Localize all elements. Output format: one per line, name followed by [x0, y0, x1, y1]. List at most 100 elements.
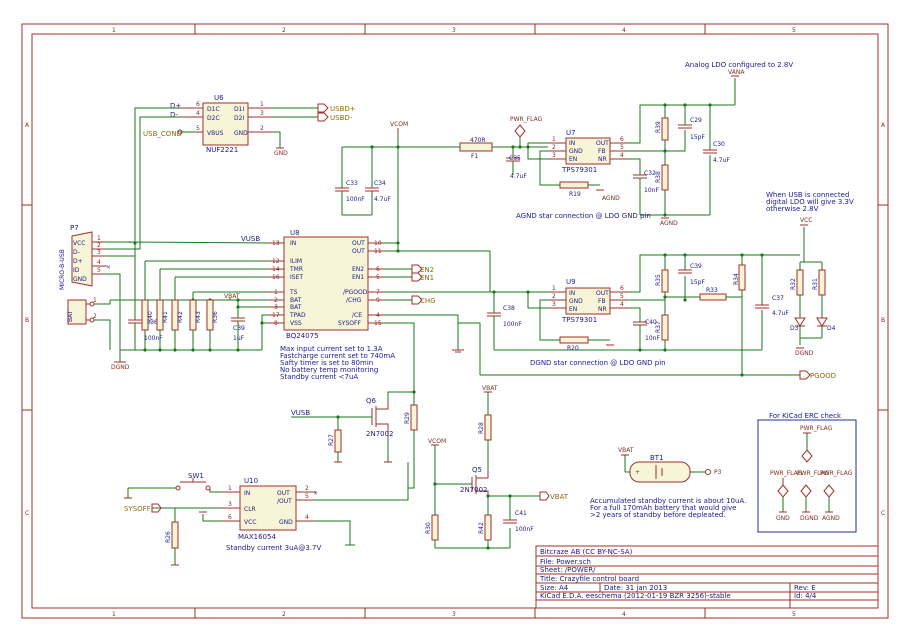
r41-resistor: R41: [156, 299, 169, 331]
svg-text:PWR_FLAG: PWR_FLAG: [770, 470, 803, 477]
c34-capacitor: C34 4.7uF: [365, 180, 391, 203]
u7-value: TPS79301: [561, 166, 597, 174]
r27-resistor: R27: [328, 429, 342, 453]
svg-text:BAT: BAT: [290, 297, 302, 304]
svg-text:2N7002: 2N7002: [366, 430, 394, 438]
svg-text:EN2: EN2: [352, 266, 364, 273]
svg-text:BAT: BAT: [290, 304, 302, 311]
p6-battery-connector: BAT 1 2: [67, 297, 97, 325]
fb-ferrite: 470R F1: [459, 137, 493, 160]
svg-text:15pF: 15pF: [690, 279, 705, 286]
r34-resistor: R34: [733, 264, 746, 291]
row-left-c: C: [25, 510, 29, 517]
svg-text:6: 6: [228, 514, 232, 521]
sw1-switch: SW1: [128, 472, 211, 491]
bt1-battery: BT1 + P3 VBAT: [618, 447, 722, 483]
title-id: Id: 4/4: [794, 592, 817, 600]
u6-ref: U6: [214, 94, 224, 102]
svg-text:4.7uF: 4.7uF: [772, 310, 789, 317]
svg-text:3: 3: [97, 249, 101, 256]
label-dminus: D-: [170, 111, 178, 119]
svg-text:10nF: 10nF: [645, 335, 660, 342]
u10-value: MAX16054: [238, 533, 276, 541]
erc-check-box: For KiCad ERC check PWR_FLAG PWR_FLAG GN…: [757, 412, 857, 533]
svg-text:100nF: 100nF: [346, 196, 365, 203]
r19-resistor: R19: [559, 181, 589, 198]
title-date: Date: 31 jan 2013: [604, 584, 667, 592]
svg-text:VCOM: VCOM: [428, 438, 446, 445]
col-bottom-2: 2: [282, 611, 286, 618]
svg-text:SYSOFF: SYSOFF: [124, 505, 151, 513]
svg-text:EN: EN: [569, 306, 577, 313]
svg-text:Q5: Q5: [472, 466, 482, 474]
svg-text:R29: R29: [404, 412, 411, 424]
title-rev: Rev: E: [794, 584, 816, 592]
svg-text:EN2: EN2: [420, 266, 434, 274]
svg-text:R33: R33: [706, 287, 718, 294]
svg-text:R19: R19: [569, 191, 581, 198]
row-right-c: C: [881, 510, 885, 517]
frame-coords: 1 2 3 4 5 1 2 3 4 5 A B C A B C: [25, 27, 886, 618]
svg-text:R20: R20: [567, 345, 579, 352]
svg-text:×: ×: [106, 264, 111, 271]
svg-text:EN: EN: [569, 156, 577, 163]
svg-text:VBAT: VBAT: [618, 447, 634, 454]
svg-text:D1C: D1C: [207, 106, 220, 113]
svg-text:Max input current set to 1.3A: Max input current set to 1.3A: [280, 345, 383, 353]
col-top-1: 1: [112, 27, 116, 34]
svg-text:P3: P3: [714, 469, 722, 476]
svg-text:TPAD: TPAD: [289, 312, 306, 319]
u8-ref: U8: [290, 229, 300, 237]
dgnd-u9: [588, 339, 614, 346]
r30-resistor: R30: [425, 514, 439, 541]
p7-ref: P7: [70, 224, 79, 232]
svg-text:/PGOOD: /PGOOD: [343, 289, 368, 296]
c32-capacitor: C32 10nF: [633, 170, 659, 194]
r43b-resistor: R42: [478, 514, 492, 541]
svg-text:3: 3: [552, 152, 556, 159]
svg-text:4: 4: [620, 301, 624, 308]
row-right-b: B: [881, 317, 885, 324]
svg-text:4: 4: [97, 259, 101, 266]
svg-text:1: 1: [260, 101, 264, 108]
svg-text:/CE: /CE: [352, 312, 362, 319]
col-top-3: 3: [452, 27, 456, 34]
u8-charger-ic: U8 BQ24075 IN ILIM TMR ISET TS BAT BAT T…: [268, 229, 384, 340]
pwr-flag-u7: PWR_FLAG: [510, 116, 543, 138]
svg-text:4: 4: [305, 514, 309, 521]
usb-lines-to-p7: [105, 107, 318, 257]
r42-resistor: R42: [171, 299, 184, 331]
svg-text:IN: IN: [290, 240, 296, 247]
svg-text:GND: GND: [776, 515, 790, 522]
svg-text:EN1: EN1: [352, 274, 364, 281]
q5-mosfet: Q5 2N7002: [460, 466, 489, 500]
q6-wiring: VUSB: [291, 390, 416, 489]
svg-text:FB: FB: [598, 298, 606, 305]
svg-text:AGND: AGND: [602, 195, 620, 202]
svg-text:VANA: VANA: [728, 69, 745, 76]
svg-text:C36: C36: [146, 319, 158, 326]
u7-analog-ldo: U7 TPS79301 IN GND EN OUT FB NR 1 2 3 6 …: [548, 129, 628, 174]
c37-capacitor: C37 4.7uF: [755, 295, 789, 317]
dgnd-u8: DGND: [111, 350, 130, 371]
led-section: VCC R32 R31 D3 D4 DGND: [790, 217, 836, 357]
label-vusb-q6: VUSB: [291, 409, 310, 417]
q5-wiring: VBAT VCOM: [428, 385, 540, 550]
svg-text:R42: R42: [177, 311, 184, 323]
svg-text:4.7uF: 4.7uF: [713, 157, 730, 164]
svg-text:GND: GND: [234, 130, 248, 137]
svg-text:2: 2: [260, 125, 264, 132]
svg-text:BT1: BT1: [650, 454, 664, 462]
title-file: File: Power.sch: [540, 558, 591, 566]
svg-text:digital LDO will give 3.3V: digital LDO will give 3.3V: [766, 198, 854, 206]
svg-text:R35: R35: [655, 274, 662, 286]
u10-ref: U10: [244, 477, 258, 485]
u9-digital-ldo: U9 TPS79301 IN GND EN OUT FB NR 1 2 3 6 …: [548, 278, 628, 324]
svg-text:PWR_FLAG: PWR_FLAG: [510, 116, 543, 123]
label-usbd-plus: USBD+: [317, 103, 356, 113]
svg-text:R43: R43: [195, 311, 202, 323]
svg-text:1: 1: [552, 285, 556, 292]
svg-text:R39: R39: [655, 121, 662, 133]
svg-text:R31: R31: [812, 278, 819, 290]
svg-text:10nF: 10nF: [644, 187, 659, 194]
